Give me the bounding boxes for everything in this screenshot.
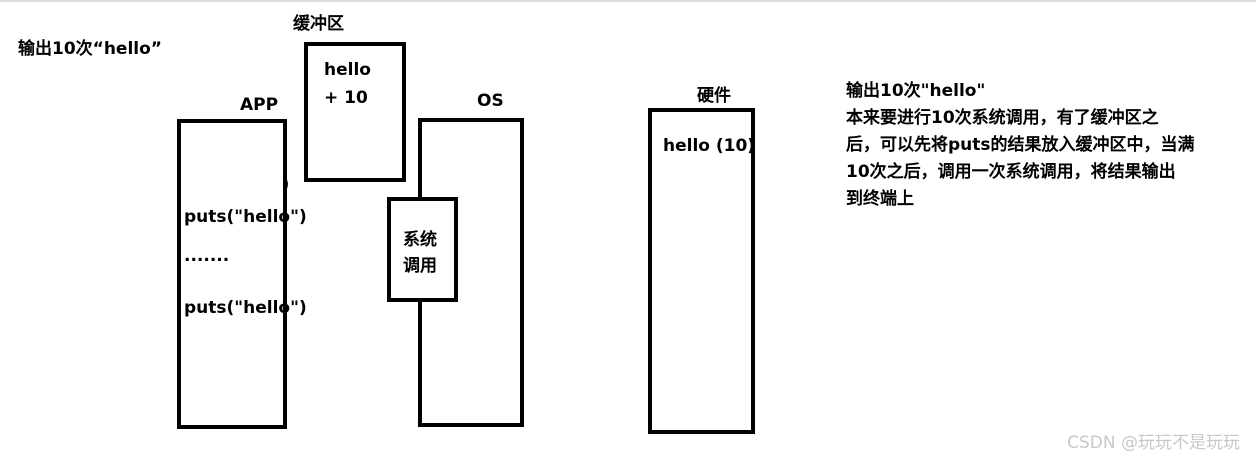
hardware-box bbox=[648, 108, 755, 434]
app-paren: ) bbox=[282, 174, 290, 193]
buffer-hello: hello bbox=[324, 60, 371, 80]
syscall-label-line1: 系统 bbox=[403, 230, 437, 250]
note-line: 后，可以先将puts的结果放入缓冲区中，当满 bbox=[846, 135, 1195, 155]
hardware-label: 硬件 bbox=[697, 86, 731, 106]
app-box bbox=[177, 119, 287, 429]
buffer-label: 缓冲区 bbox=[293, 14, 344, 34]
os-label: OS bbox=[477, 91, 504, 111]
top-divider bbox=[0, 0, 1256, 2]
csdn-watermark: CSDN @玩玩不是玩玩 bbox=[1067, 433, 1240, 453]
syscall-label-line2: 调用 bbox=[403, 256, 437, 276]
note-line: 到终端上 bbox=[846, 189, 914, 209]
syscall-box bbox=[387, 197, 458, 302]
note-line: 10次之后，调用一次系统调用，将结果输出 bbox=[846, 162, 1176, 182]
buffer-box bbox=[304, 42, 406, 182]
app-puts-line-2: puts("hello") bbox=[184, 298, 307, 318]
explanation-note: 输出10次"hello" 本来要进行10次系统调用，有了缓冲区之 后，可以先将p… bbox=[846, 78, 1246, 213]
app-puts-line-1: puts("hello") bbox=[184, 207, 307, 227]
note-line: 输出10次"hello" bbox=[846, 81, 986, 101]
app-label: APP bbox=[240, 95, 279, 115]
app-ellipsis: ....... bbox=[184, 246, 230, 266]
note-line: 本来要进行10次系统调用，有了缓冲区之 bbox=[846, 108, 1159, 128]
buffer-plus-10: + 10 bbox=[324, 88, 368, 108]
output-10-hello-label: 输出10次“hello” bbox=[18, 39, 162, 59]
hardware-hello-10: hello (10) bbox=[663, 136, 756, 156]
